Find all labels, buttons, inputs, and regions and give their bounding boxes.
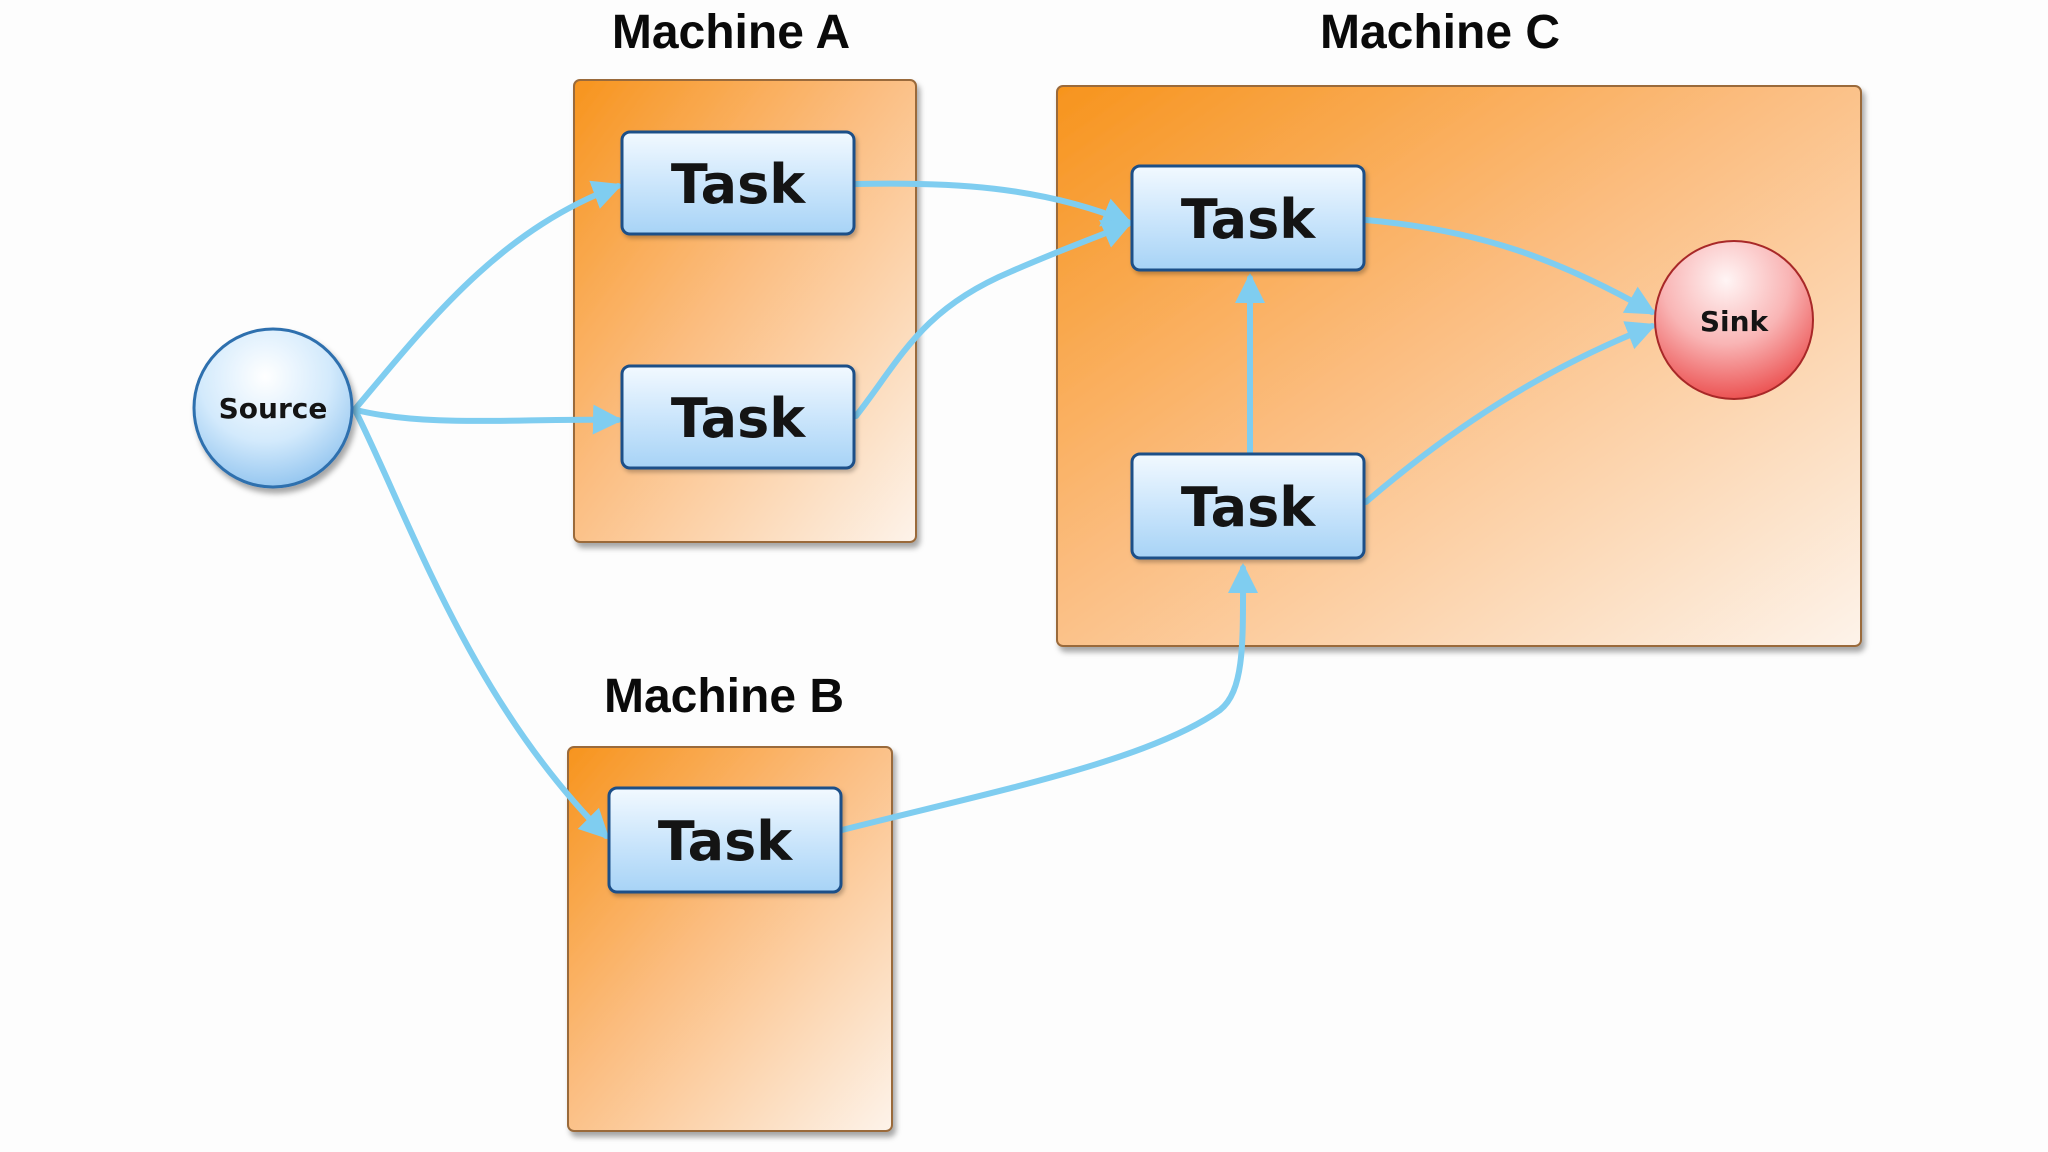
task-c2-box: [1130, 452, 1366, 560]
sink-node: Sink: [1654, 240, 1814, 400]
edge-source-to-task-a1: [353, 180, 623, 411]
edges: [353, 180, 1657, 840]
sink-label: Sink: [1700, 305, 1770, 338]
source-label: Source: [219, 392, 328, 425]
edge-task-a1-to-task-c1: [853, 180, 1133, 227]
task-a2-box: [620, 364, 856, 470]
edge-task-c2-to-sink: [1363, 321, 1657, 505]
edge-task-c1-to-sink: [1363, 217, 1657, 315]
machine-a-label: Machine A: [612, 6, 850, 59]
task-a2: Task: [620, 364, 856, 470]
task-a1-label: Task: [671, 153, 806, 216]
task-b1: Task: [607, 786, 843, 894]
machine-b-label: Machine B: [604, 670, 844, 723]
task-c2: Task: [1130, 452, 1366, 560]
edge-source-to-task-a2: [353, 404, 623, 435]
task-b1-box: [607, 786, 843, 894]
machine-c-label: Machine C: [1320, 6, 1560, 59]
task-c2-label: Task: [1181, 476, 1316, 539]
task-c1-label: Task: [1181, 188, 1316, 251]
edge-task-a2-to-task-c1: [853, 220, 1133, 419]
task-a1-box: [620, 130, 856, 236]
task-b1-label: Task: [658, 810, 793, 873]
task-c1: Task: [1130, 164, 1366, 272]
task-a2-label: Task: [671, 387, 806, 450]
edge-task-b1-to-task-c2: [839, 563, 1259, 833]
source-circle: [192, 327, 354, 489]
task-a1: Task: [620, 130, 856, 236]
machine-b: Machine B: [567, 670, 893, 1132]
edge-source-to-task-b1: [353, 409, 610, 840]
sink-circle: [1654, 240, 1814, 400]
task-c1-box: [1130, 164, 1366, 272]
source-node: Source: [192, 327, 354, 489]
